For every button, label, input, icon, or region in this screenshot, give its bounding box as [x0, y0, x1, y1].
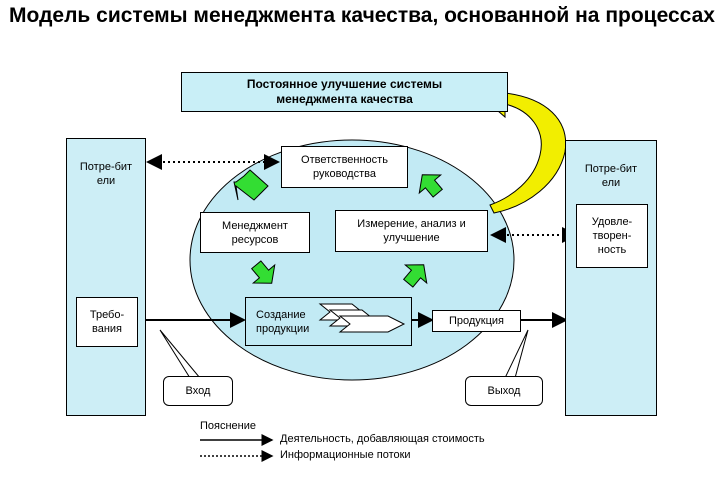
input-callout-pointer	[159, 329, 202, 379]
satisfaction-box: Удовле-творен-ность	[576, 204, 648, 268]
realization-chevron-3	[338, 315, 406, 333]
input-callout: Вход	[163, 376, 233, 406]
output-callout-pointer	[504, 329, 529, 379]
diagram-title: Модель системы менеджмента качества, осн…	[9, 4, 715, 27]
left-customers-column	[66, 138, 146, 416]
resource-management-box: Менеджмент ресурсов	[200, 212, 310, 253]
product-box: Продукция	[432, 310, 521, 332]
right-customers-column	[565, 140, 657, 416]
requirements-box: Требо-вания	[76, 297, 138, 347]
green-arrow-to-resources	[233, 169, 269, 201]
legend-title: Пояснение	[200, 420, 257, 432]
green-arrow-to-responsibility	[418, 174, 444, 198]
legend-value-added: Деятельность, добавляющая стоимость	[280, 433, 485, 445]
green-arrow-to-realization	[250, 260, 276, 284]
green-arrow-to-measurement	[402, 264, 428, 288]
left-customers-label: Потре-бители	[79, 161, 133, 187]
management-responsibility-box: Ответственность руководства	[281, 146, 408, 188]
measurement-analysis-box: Измерение, анализ и улучшение	[335, 210, 488, 252]
improvement-box: Постоянное улучшение системы менеджмента…	[181, 72, 508, 112]
legend-information: Информационные потоки	[280, 449, 411, 461]
output-callout: Выход	[465, 376, 543, 406]
right-customers-label: Потре-бители	[584, 163, 638, 189]
product-realization-box: Создание продукции	[245, 297, 412, 346]
